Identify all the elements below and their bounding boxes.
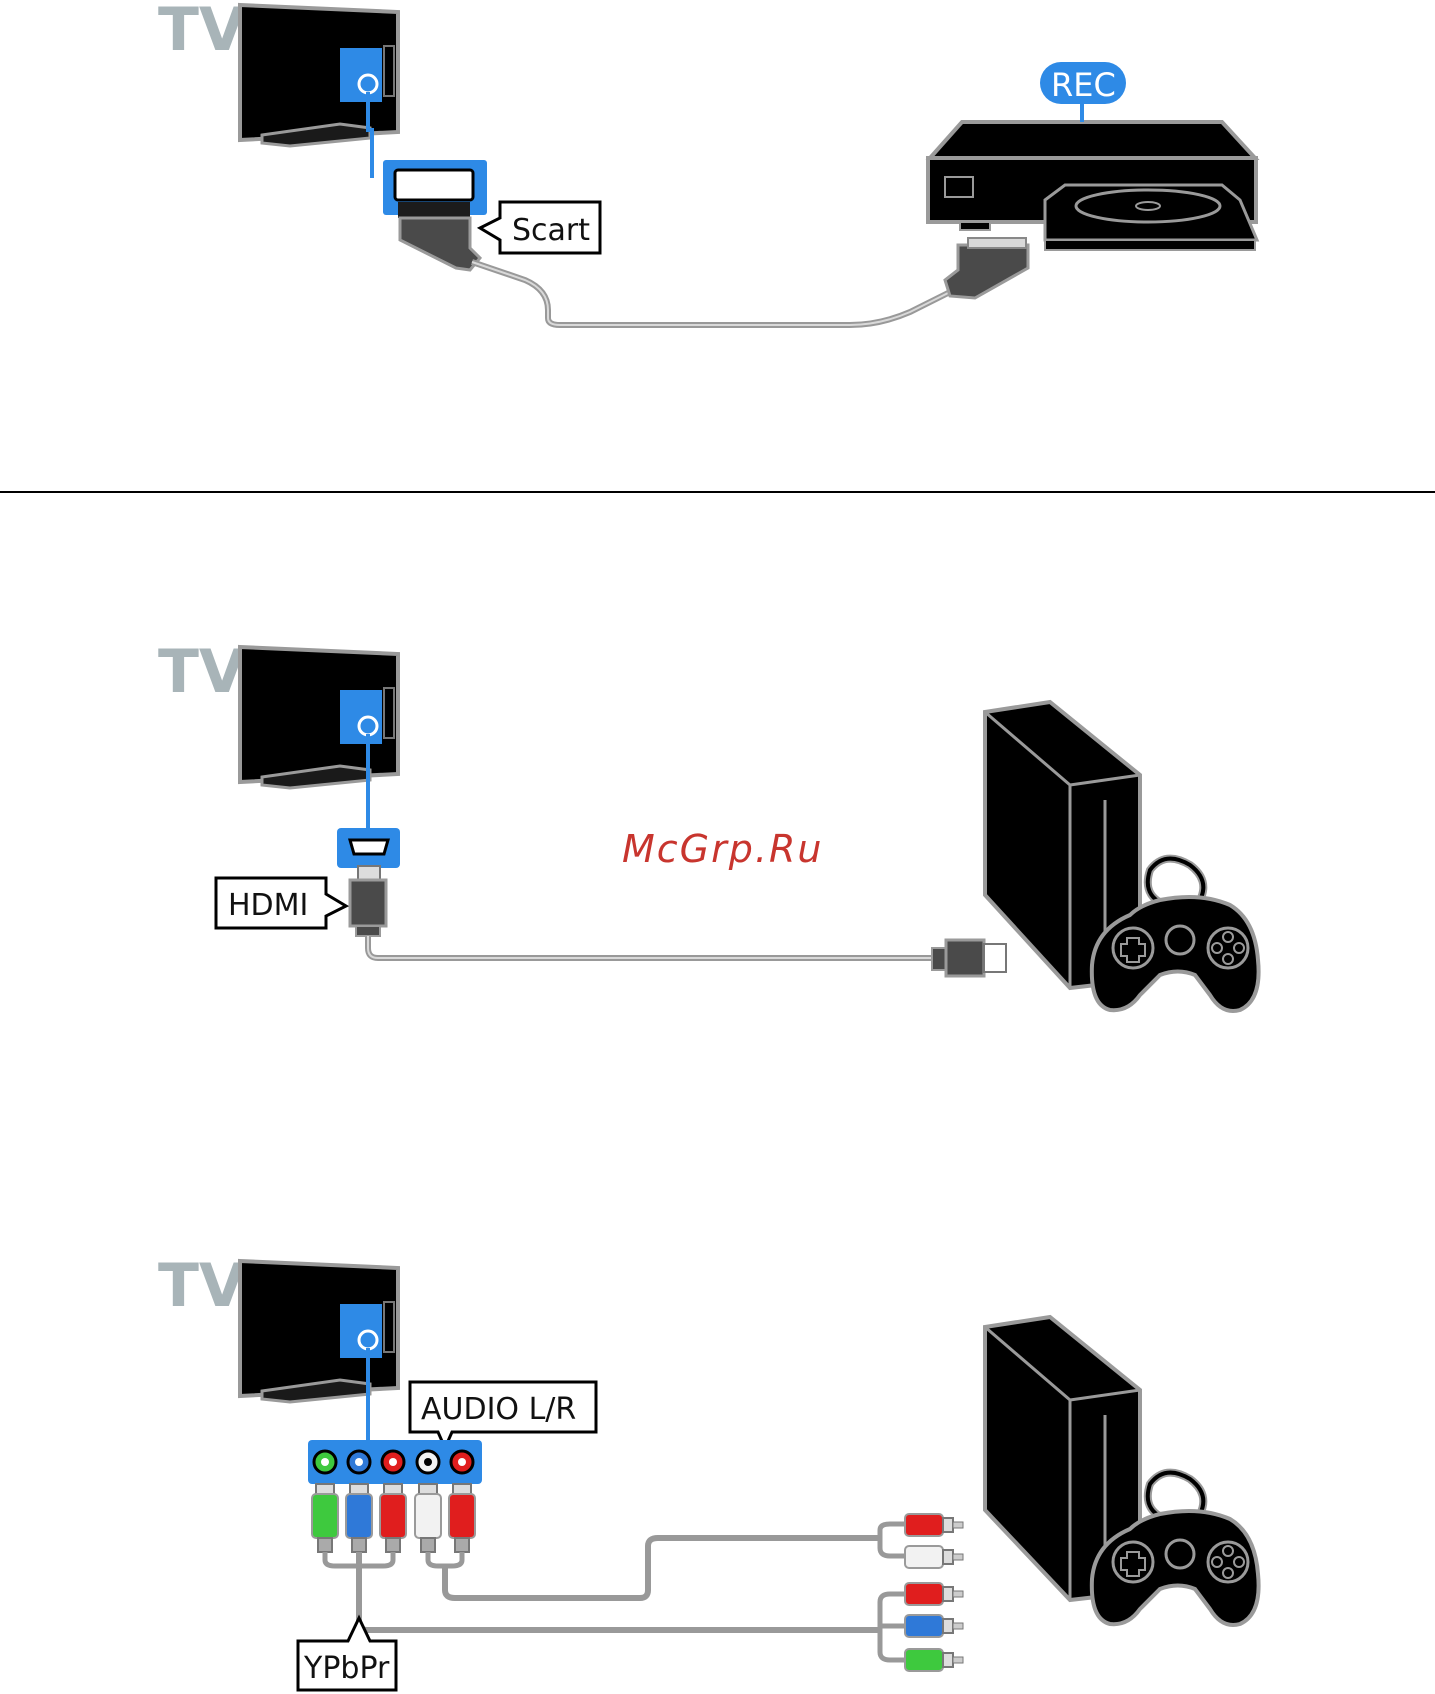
scart-plug-recorder-icon <box>943 237 1030 300</box>
hdmi-cable <box>365 936 940 961</box>
rec-label: REC <box>1051 66 1116 104</box>
rca-plug-blue-icon <box>345 1483 373 1553</box>
audio-cable <box>425 1521 905 1601</box>
audio-label: AUDIO L/R <box>421 1392 576 1427</box>
tv-label-2: TV <box>158 637 246 707</box>
rca-plugs-console-side <box>904 1513 964 1672</box>
ypbpr-cable <box>322 1552 905 1663</box>
scart-section: TV Scart <box>158 0 1260 328</box>
tv-icon <box>238 1259 400 1404</box>
recorder-icon <box>925 120 1260 251</box>
tv-label-3: TV <box>158 1251 246 1321</box>
tv-icon <box>238 3 400 148</box>
game-console-icon <box>983 699 1142 991</box>
rec-badge: REC <box>1040 62 1126 122</box>
scart-callout: Scart <box>476 200 602 255</box>
scart-socket-icon <box>383 160 487 218</box>
hdmi-label: HDMI <box>228 888 308 923</box>
watermark: McGrp.Ru <box>622 827 823 871</box>
hdmi-callout: HDMI <box>214 876 350 930</box>
hdmi-section: TV HDMI McGrp.Ru <box>158 637 1261 1013</box>
scart-plug-icon <box>398 216 483 272</box>
component-socket-strip <box>308 1440 482 1484</box>
blue-lead <box>366 92 374 178</box>
rca-plug-white-icon <box>904 1545 964 1569</box>
gamepad-icon <box>1089 854 1261 1013</box>
audio-callout: AUDIO L/R <box>408 1380 598 1452</box>
rca-plug-red-icon <box>379 1483 407 1553</box>
scart-label: Scart <box>512 213 590 248</box>
ypbpr-label: YPbPr <box>303 1651 390 1686</box>
rca-plugs-tv-side <box>311 1483 476 1553</box>
rca-plug-red-icon <box>904 1513 964 1537</box>
gamepad-icon <box>1089 1468 1261 1627</box>
rca-plug-blue-icon <box>904 1614 964 1638</box>
hdmi-plug-console-icon <box>931 938 1007 978</box>
tv-label: TV <box>158 0 246 65</box>
tv-icon <box>238 645 400 790</box>
hdmi-socket-icon <box>337 828 400 868</box>
component-section: TV AUDIO L/R <box>158 1251 1261 1692</box>
rca-plug-white-icon <box>414 1483 442 1553</box>
rca-plug-green-icon <box>904 1648 964 1672</box>
rca-plug-red-icon <box>904 1582 964 1606</box>
ypbpr-callout: YPbPr <box>296 1614 398 1692</box>
rca-plug-red-audio-icon <box>448 1483 476 1553</box>
rca-plug-green-icon <box>311 1483 339 1553</box>
hdmi-plug-icon <box>348 865 388 937</box>
